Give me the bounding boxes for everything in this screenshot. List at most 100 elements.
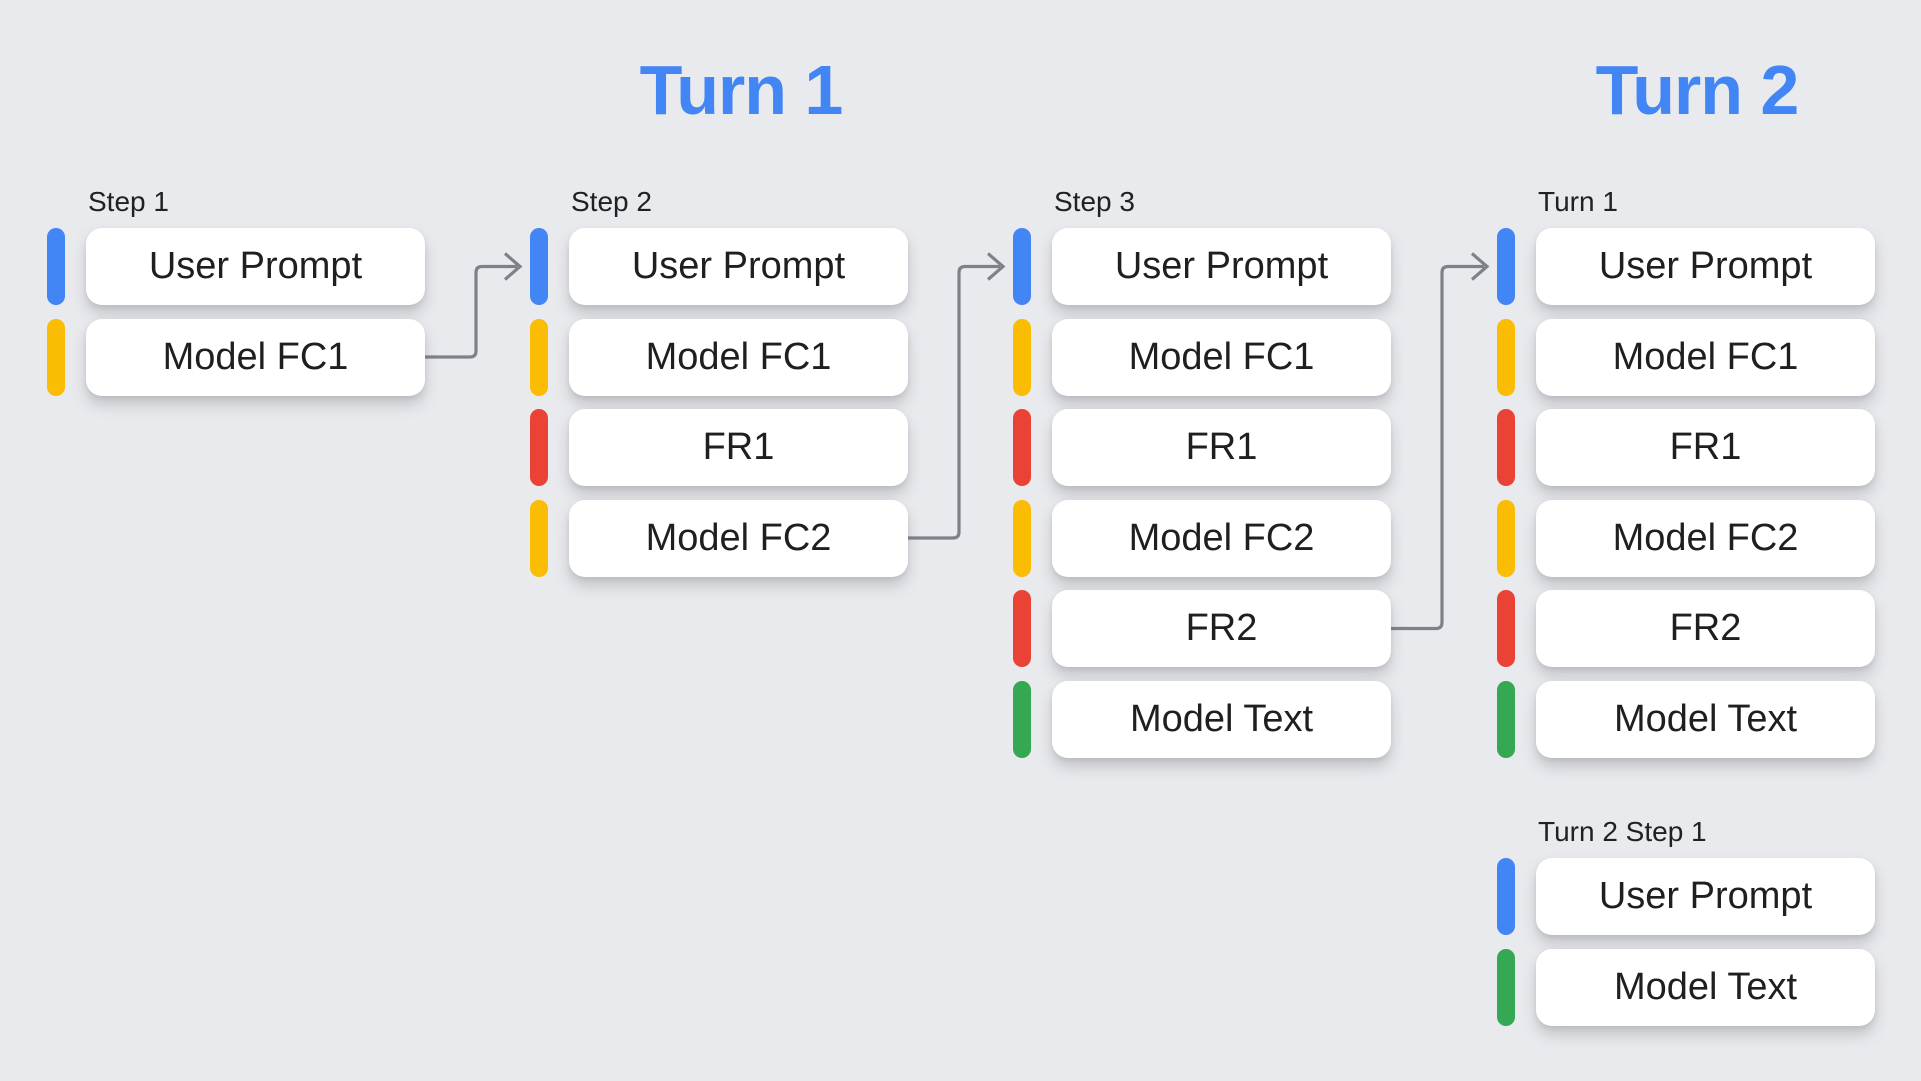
turn-1-heading: Turn 1 (639, 51, 844, 129)
user-prompt-box: User Prompt (569, 228, 908, 305)
flow-arrow-2-shaft (908, 264, 1000, 540)
fr2-color-bar (1013, 590, 1031, 667)
card-label: FR1 (1185, 426, 1258, 468)
card-label: User Prompt (1598, 875, 1813, 917)
flow-arrow-1-shaft (425, 264, 517, 359)
card-model-text: Model Text (1013, 680, 1391, 758)
card-label: Model FC1 (1128, 335, 1315, 378)
card-label: Model Text (1129, 697, 1314, 740)
model-fc1-box: Model FC1 (1536, 318, 1875, 396)
model-text-box: Model Text (1052, 680, 1391, 758)
card-model-fc2: Model FC2 (1497, 499, 1875, 577)
model-fc1-color-bar (530, 318, 548, 396)
card-model-fc1: Model FC1 (530, 318, 908, 396)
card-label: Model FC2 (645, 516, 832, 559)
card-fr1: FR1 (1497, 409, 1875, 486)
turn-2-heading: Turn 2 (1595, 51, 1800, 129)
model-fc1-box: Model FC1 (86, 318, 425, 396)
model-fc1-box: Model FC1 (1052, 318, 1391, 396)
model-text-color-bar (1497, 680, 1515, 758)
model-text-color-bar (1497, 948, 1515, 1026)
card-label: Model FC2 (1128, 516, 1315, 559)
card-label: Model Text (1613, 965, 1798, 1008)
model-fc1-color-bar (47, 318, 65, 396)
model-text-box: Model Text (1536, 948, 1875, 1026)
card-user-prompt: User Prompt (1013, 228, 1391, 305)
fr1-box: FR1 (1536, 409, 1875, 486)
model-fc1-color-bar (1497, 318, 1515, 396)
card-user-prompt: User Prompt (47, 228, 425, 305)
card-user-prompt: User Prompt (1497, 228, 1875, 305)
card-fr2: FR2 (1013, 590, 1391, 667)
user-prompt-box: User Prompt (1536, 858, 1875, 935)
column-label: Turn 2 Step 1 (1538, 816, 1707, 847)
card-label: User Prompt (148, 245, 363, 287)
flow-arrow-2-head (986, 252, 1006, 281)
fr1-color-bar (1497, 409, 1515, 486)
user-prompt-box: User Prompt (86, 228, 425, 305)
fr1-box: FR1 (1052, 409, 1391, 486)
card-user-prompt: User Prompt (530, 228, 908, 305)
user-prompt-color-bar (1497, 228, 1515, 305)
column-label: Turn 1 (1538, 186, 1618, 217)
model-text-color-bar (1013, 680, 1031, 758)
card-fr1: FR1 (530, 409, 908, 486)
card-label: Model Text (1613, 697, 1798, 740)
fr2-box: FR2 (1536, 590, 1875, 667)
column-label: Step 1 (88, 186, 169, 217)
fr1-box: FR1 (569, 409, 908, 486)
model-fc2-box: Model FC2 (1536, 499, 1875, 577)
card-label: FR2 (1185, 607, 1258, 649)
card-label: Model FC2 (1612, 516, 1799, 559)
card-model-fc1: Model FC1 (1497, 318, 1875, 396)
model-fc1-box: Model FC1 (569, 318, 908, 396)
card-label: User Prompt (1598, 245, 1813, 287)
user-prompt-color-bar (1013, 228, 1031, 305)
model-fc2-color-bar (1497, 499, 1515, 577)
user-prompt-box: User Prompt (1052, 228, 1391, 305)
flow-arrow-3-shaft (1391, 264, 1484, 631)
fr2-color-bar (1497, 590, 1515, 667)
fr1-color-bar (530, 409, 548, 486)
model-fc2-box: Model FC2 (1052, 499, 1391, 577)
card-model-fc2: Model FC2 (530, 499, 908, 577)
column-label: Step 2 (571, 186, 652, 217)
card-model-text: Model Text (1497, 680, 1875, 758)
card-model-fc1: Model FC1 (1013, 318, 1391, 396)
card-label: User Prompt (631, 245, 846, 287)
card-user-prompt: User Prompt (1497, 858, 1875, 935)
card-label: Model FC1 (162, 335, 349, 378)
card-model-text: Model Text (1497, 948, 1875, 1026)
card-label: FR1 (702, 426, 775, 468)
column-label: Step 3 (1054, 186, 1135, 217)
user-prompt-color-bar (530, 228, 548, 305)
card-fr1: FR1 (1013, 409, 1391, 486)
flow-arrow-3-head (1470, 252, 1490, 281)
user-prompt-color-bar (1497, 858, 1515, 935)
user-prompt-box: User Prompt (1536, 228, 1875, 305)
card-label: Model FC1 (645, 335, 832, 378)
card-label: FR1 (1669, 426, 1742, 468)
user-prompt-color-bar (47, 228, 65, 305)
card-model-fc2: Model FC2 (1013, 499, 1391, 577)
fr1-color-bar (1013, 409, 1031, 486)
model-fc2-color-bar (1013, 499, 1031, 577)
model-fc2-box: Model FC2 (569, 499, 908, 577)
model-fc1-color-bar (1013, 318, 1031, 396)
card-label: FR2 (1669, 607, 1742, 649)
card-label: Model FC1 (1612, 335, 1799, 378)
card-label: User Prompt (1114, 245, 1329, 287)
model-fc2-color-bar (530, 499, 548, 577)
card-model-fc1: Model FC1 (47, 318, 425, 396)
card-fr2: FR2 (1497, 590, 1875, 667)
